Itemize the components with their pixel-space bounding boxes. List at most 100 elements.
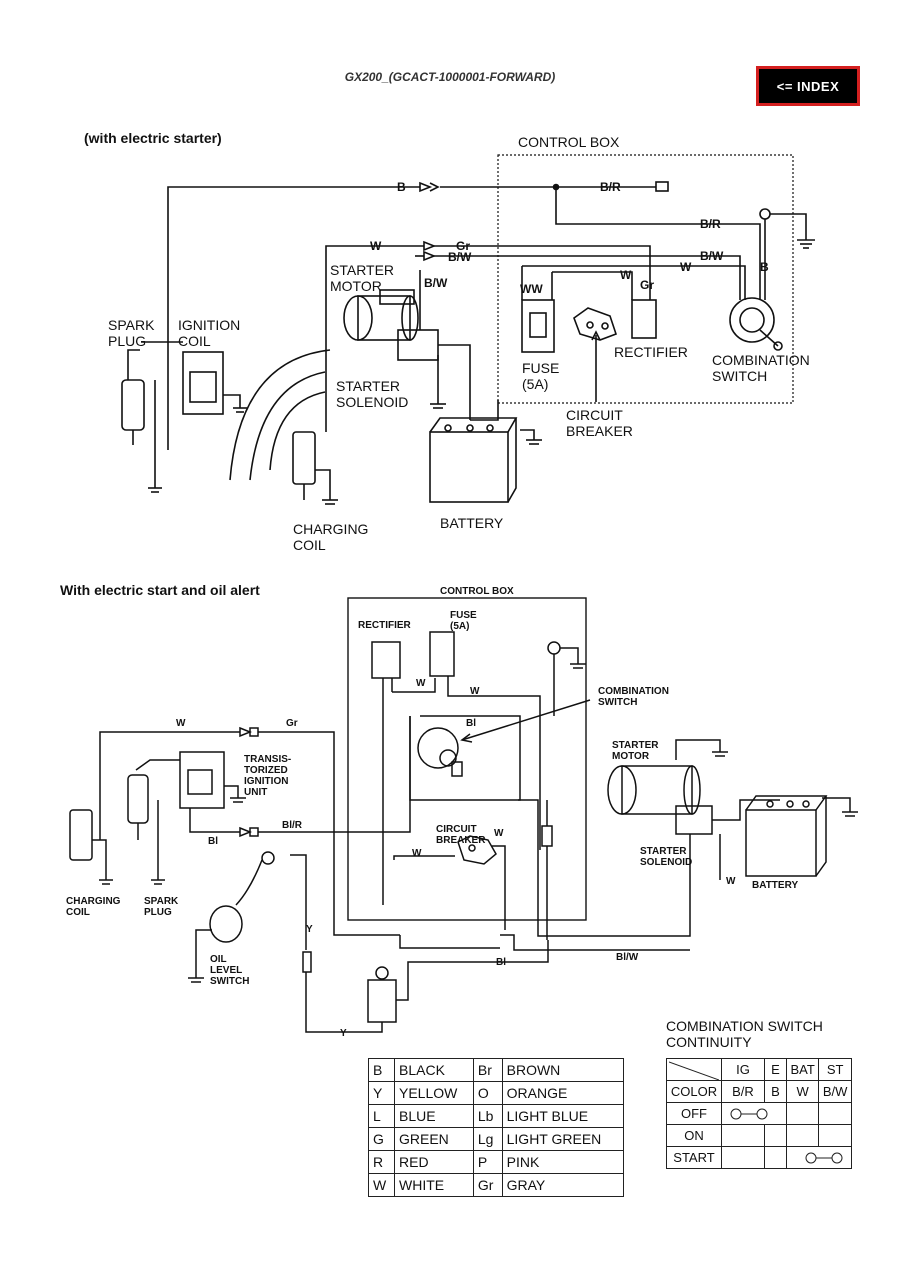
continuity-header-row: IG E BAT ST <box>666 1058 852 1081</box>
wire-label: W <box>176 718 186 729</box>
wire-label: Bl <box>466 718 476 729</box>
wire-color-cell: W <box>785 1080 820 1103</box>
wire-label: B/R <box>600 180 621 194</box>
empty-cell <box>721 1124 765 1147</box>
color-name: RED <box>394 1150 474 1174</box>
wire-color-cell: B/R <box>721 1080 765 1103</box>
terminal-header: BAT <box>785 1058 820 1081</box>
row-label: START <box>666 1146 722 1169</box>
empty-cell <box>818 1124 852 1147</box>
wire-label: W <box>470 686 480 697</box>
fuse-label-2: FUSE(5A) <box>450 610 477 632</box>
section-title-electric-starter: (with electric starter) <box>84 130 222 146</box>
color-name: YELLOW <box>394 1081 474 1105</box>
empty-cell <box>818 1102 852 1125</box>
color-name: ORANGE <box>501 1081 625 1105</box>
wire-color-cell: B <box>763 1080 788 1103</box>
wire-label: Gr <box>456 239 471 253</box>
wire-label: Gr <box>286 718 298 729</box>
color-code: Y <box>368 1081 395 1105</box>
terminal-header: IG <box>721 1058 765 1081</box>
color-code: B <box>368 1058 395 1082</box>
color-name: BLUE <box>394 1104 474 1128</box>
index-button[interactable]: <= INDEX <box>756 66 860 106</box>
wire-label: B/R <box>700 217 721 231</box>
color-code: W <box>368 1173 395 1197</box>
document-title: GX200_(GCACT-1000001-FORWARD) <box>344 70 556 84</box>
wire-label: B <box>397 180 406 194</box>
color-name: GREEN <box>394 1127 474 1151</box>
color-name: BROWN <box>501 1058 625 1082</box>
empty-cell <box>785 1102 820 1125</box>
empty-cell <box>721 1146 765 1169</box>
empty-cell <box>763 1146 788 1169</box>
terminal-header: E <box>763 1058 788 1081</box>
continuity-row-on: ON <box>666 1124 852 1147</box>
wire-label: W <box>370 239 382 253</box>
fuse-label: FUSE(5A) <box>522 360 560 392</box>
color-name: LIGHT GREEN <box>501 1127 625 1151</box>
combination-switch-continuity-table: IG E BAT ST COLOR B/R B W B/W OFF ON STA… <box>666 1058 852 1169</box>
color-code: Gr <box>472 1173 503 1197</box>
wire-color-cell: B/W <box>818 1080 852 1103</box>
color-code: R <box>368 1150 395 1174</box>
wire-label: Y <box>340 1028 347 1039</box>
wire-label: WW <box>520 282 543 296</box>
row-label: ON <box>666 1124 722 1147</box>
color-code: Lg <box>472 1127 503 1151</box>
color-code: Lb <box>472 1104 503 1128</box>
empty-cell <box>763 1124 788 1147</box>
color-code: O <box>472 1081 503 1105</box>
wire-label: W <box>726 876 736 887</box>
color-code: P <box>472 1150 503 1174</box>
battery-label-2: BATTERY <box>752 880 799 891</box>
diagonal-header-cell <box>666 1058 722 1081</box>
wire-label: W <box>620 268 632 282</box>
continuity-color-row: COLOR B/R B W B/W <box>666 1080 852 1103</box>
wire-label: B/W <box>448 250 472 264</box>
color-name: LIGHT BLUE <box>501 1104 625 1128</box>
rectifier-label: RECTIFIER <box>614 344 688 360</box>
continuity-symbol <box>721 1102 787 1125</box>
color-name: WHITE <box>394 1173 474 1197</box>
battery-label: BATTERY <box>440 515 504 531</box>
row-label: COLOR <box>666 1080 722 1103</box>
color-code: G <box>368 1127 395 1151</box>
color-name: GRAY <box>501 1173 625 1197</box>
wire-label: Bl/W <box>616 952 639 963</box>
control-box-label: CONTROL BOX <box>518 134 620 150</box>
control-box-label-2: CONTROL BOX <box>440 586 514 597</box>
empty-cell <box>785 1124 820 1147</box>
color-code: L <box>368 1104 395 1128</box>
wire-label: W <box>412 848 422 859</box>
wire-label: Bl/R <box>282 820 302 831</box>
color-code: Br <box>472 1058 503 1082</box>
continuity-row-off: OFF <box>666 1102 852 1125</box>
wire-label: W <box>680 260 692 274</box>
wire-label: B <box>760 260 769 274</box>
wire-label: Bl <box>496 957 506 968</box>
section-title-oil-alert: With electric start and oil alert <box>60 582 260 598</box>
